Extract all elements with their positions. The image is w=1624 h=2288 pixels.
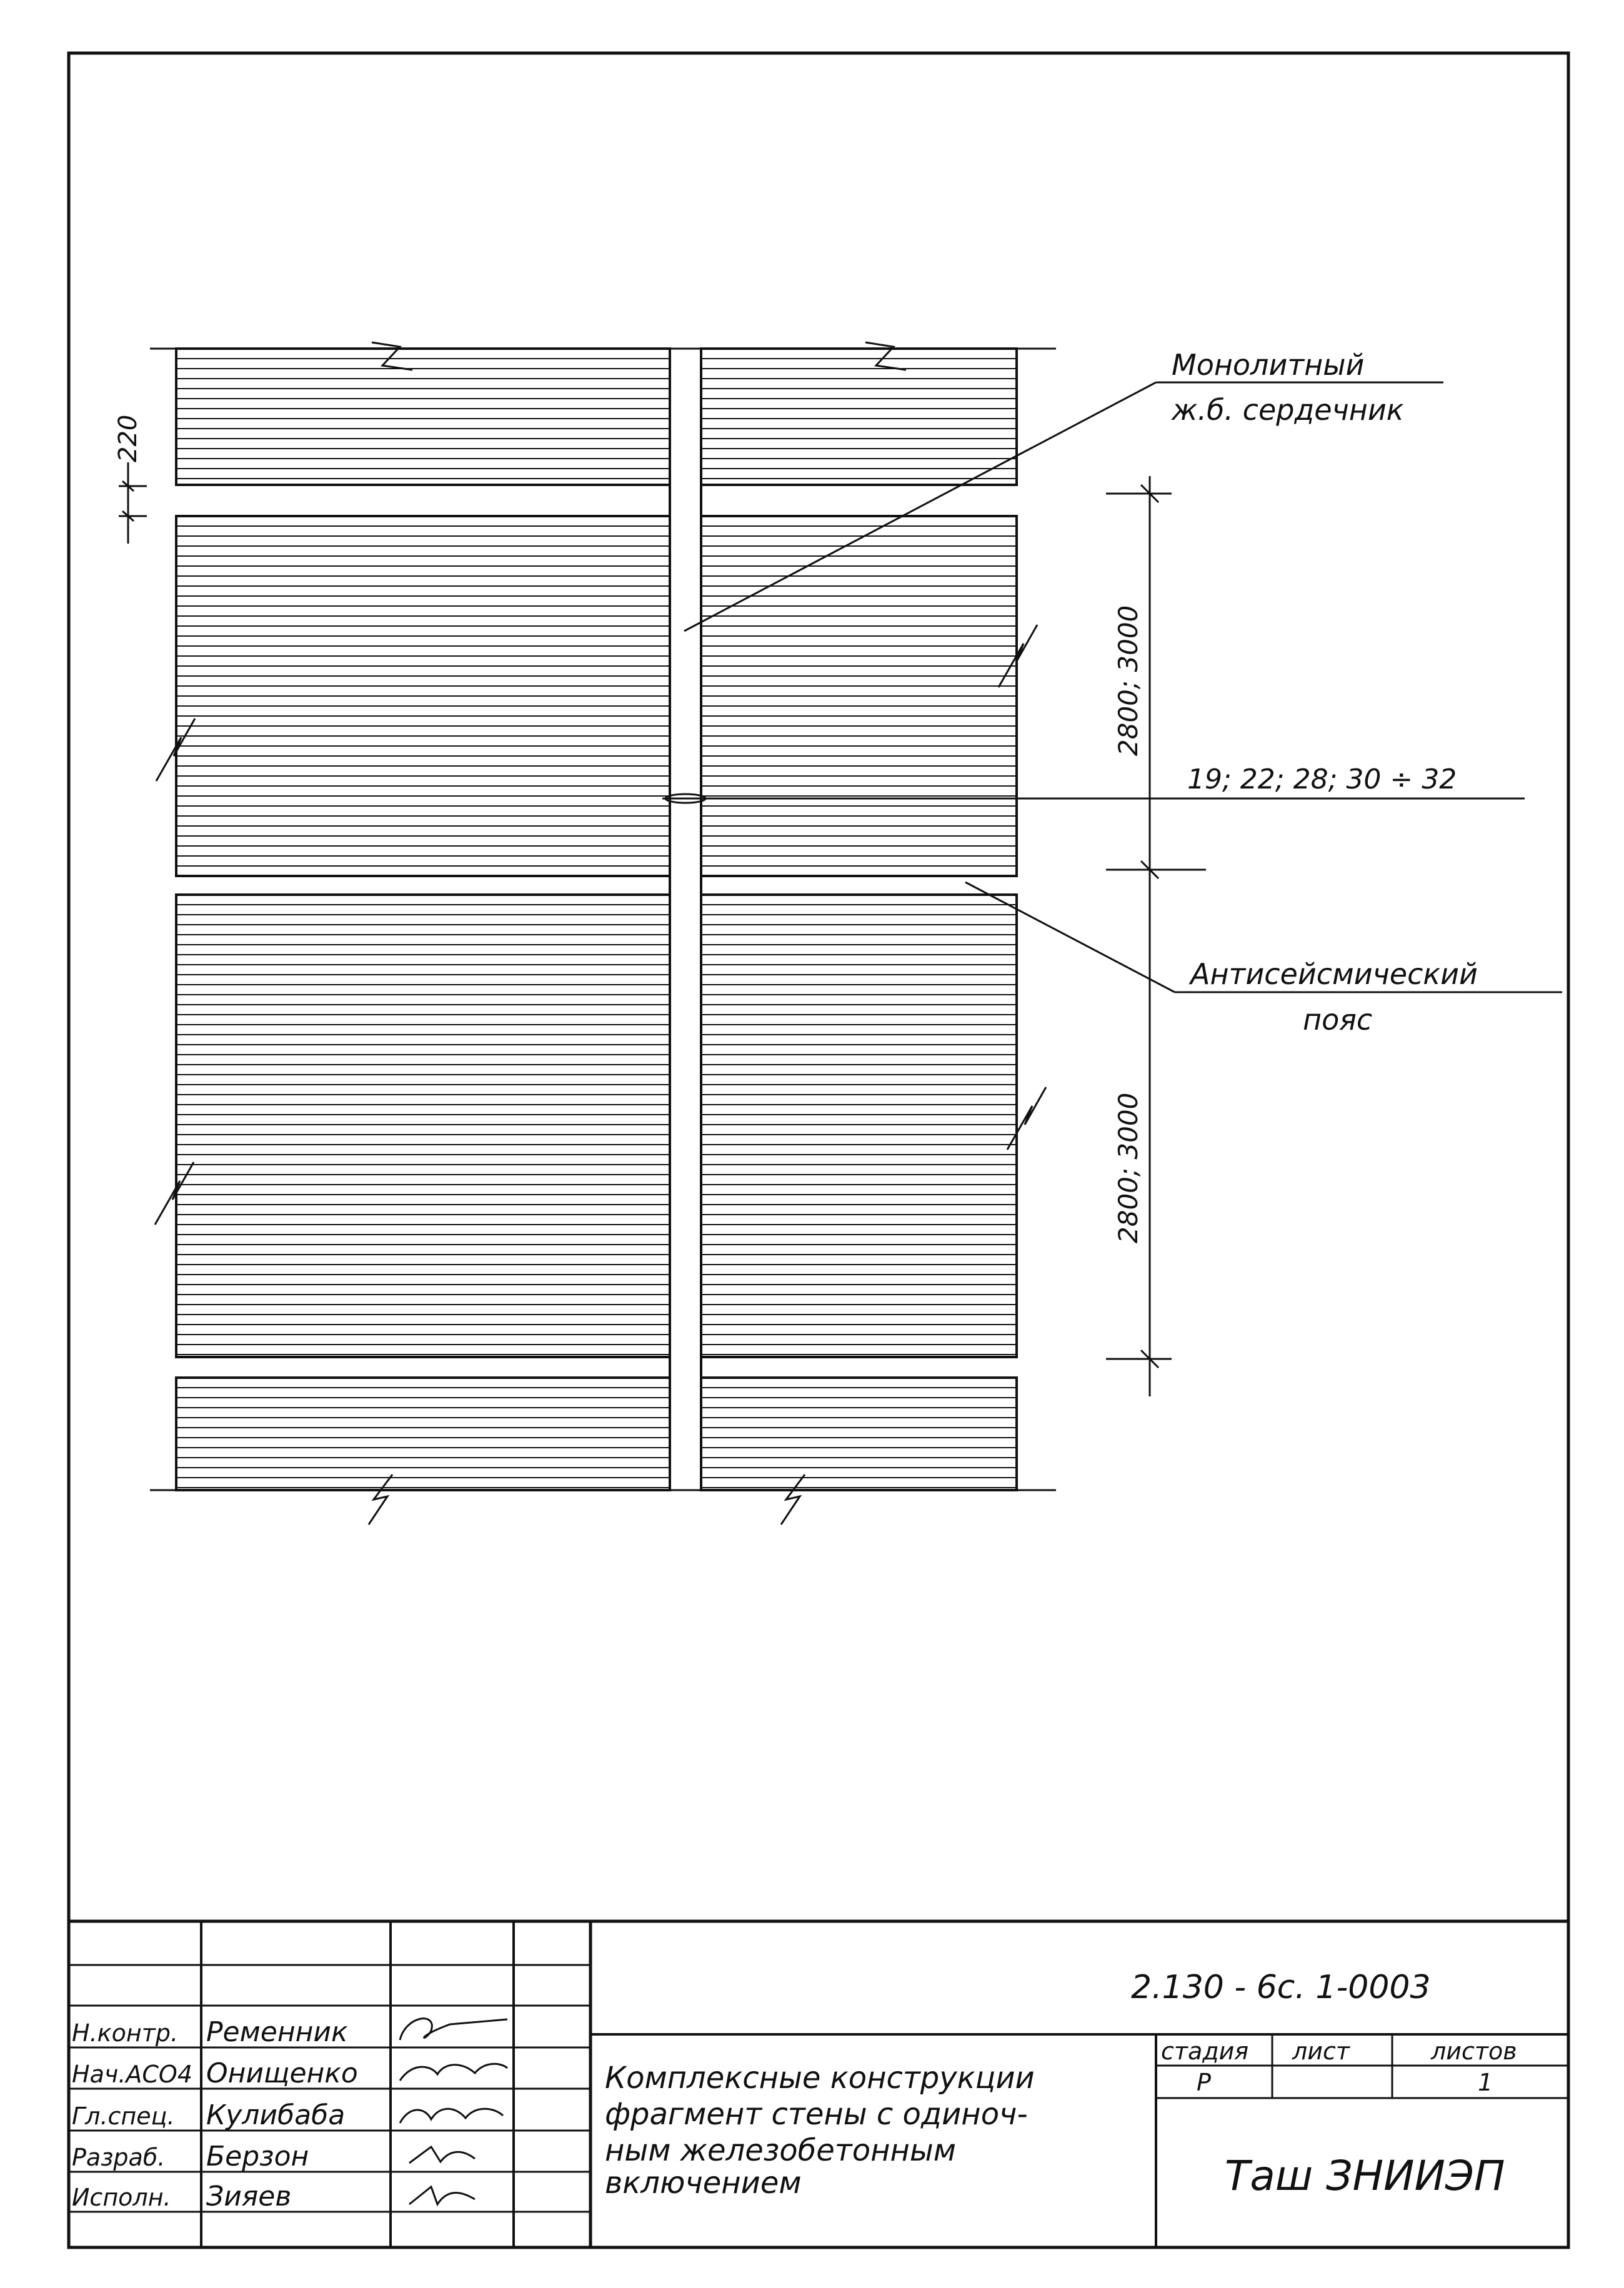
- dim-floor-lower: 2800; 3000: [1113, 1093, 1143, 1243]
- role-executor: Исполн.: [72, 2184, 171, 2211]
- monolithic-core: [669, 349, 702, 1490]
- name-developer: Берзон: [206, 2141, 309, 2172]
- signature-4: [409, 2145, 476, 2164]
- title-line-1: Комплексные конструкции: [605, 2061, 1035, 2096]
- wall-fragment: [150, 341, 1056, 1525]
- name-dept-head: Онищенко: [206, 2057, 358, 2089]
- dimension-block-height: [119, 462, 147, 544]
- belt-callout-line1: Антисейсмический: [1188, 957, 1478, 991]
- signature-2: [399, 2062, 508, 2081]
- role-developer: Разраб.: [72, 2144, 165, 2171]
- rebar-leader: [662, 793, 1525, 804]
- role-dept-head: Нач.АСО4: [72, 2061, 192, 2088]
- brick-hatching: [176, 358, 1017, 1488]
- belt-leader: [965, 881, 1562, 993]
- core-callout-line1: Монолитный: [1172, 348, 1364, 382]
- core-callout-line2: ж.б. сердечник: [1171, 393, 1404, 427]
- signatures: [399, 2017, 508, 2207]
- document-code: 2.130 - 6с. 1-0003: [1131, 1969, 1431, 2006]
- dim-floor-upper: 2800; 3000: [1113, 605, 1143, 756]
- signature-1: [399, 2017, 508, 2041]
- stage-value: Р: [1197, 2069, 1211, 2096]
- role-chief-specialist: Гл.спец.: [72, 2102, 175, 2130]
- role-norm-control: Н.контр.: [72, 2019, 178, 2047]
- signature-3: [399, 2107, 504, 2124]
- name-executor: Зияев: [206, 2181, 291, 2212]
- title-line-2: фрагмент стены с одиноч-: [605, 2097, 1028, 2132]
- name-norm-control: Ременник: [206, 2016, 348, 2048]
- title-block: [69, 1919, 1568, 2247]
- dimension-floor-height: [1106, 476, 1206, 1396]
- sheets-value: 1: [1478, 2069, 1493, 2096]
- signature-5: [409, 2185, 476, 2207]
- break-marks: [154, 341, 1047, 1525]
- core-leader: [684, 381, 1443, 632]
- name-chief-specialist: Кулибаба: [206, 2099, 345, 2131]
- organization-name: Таш ЗНИИЭП: [1225, 2152, 1505, 2200]
- sheet-frame: [67, 51, 1570, 2249]
- rebar-diameters: 19; 22; 28; 30 ÷ 32: [1187, 763, 1457, 795]
- stage-header: стадия: [1161, 2037, 1248, 2065]
- title-line-3: ным железобетонным: [605, 2133, 956, 2168]
- sheet-header: лист: [1292, 2037, 1351, 2065]
- belt-callout-line2: пояс: [1303, 1003, 1372, 1037]
- dim-220-label: 220: [114, 415, 142, 462]
- sheets-header: листов: [1430, 2037, 1517, 2065]
- title-line-4: включением: [605, 2166, 802, 2201]
